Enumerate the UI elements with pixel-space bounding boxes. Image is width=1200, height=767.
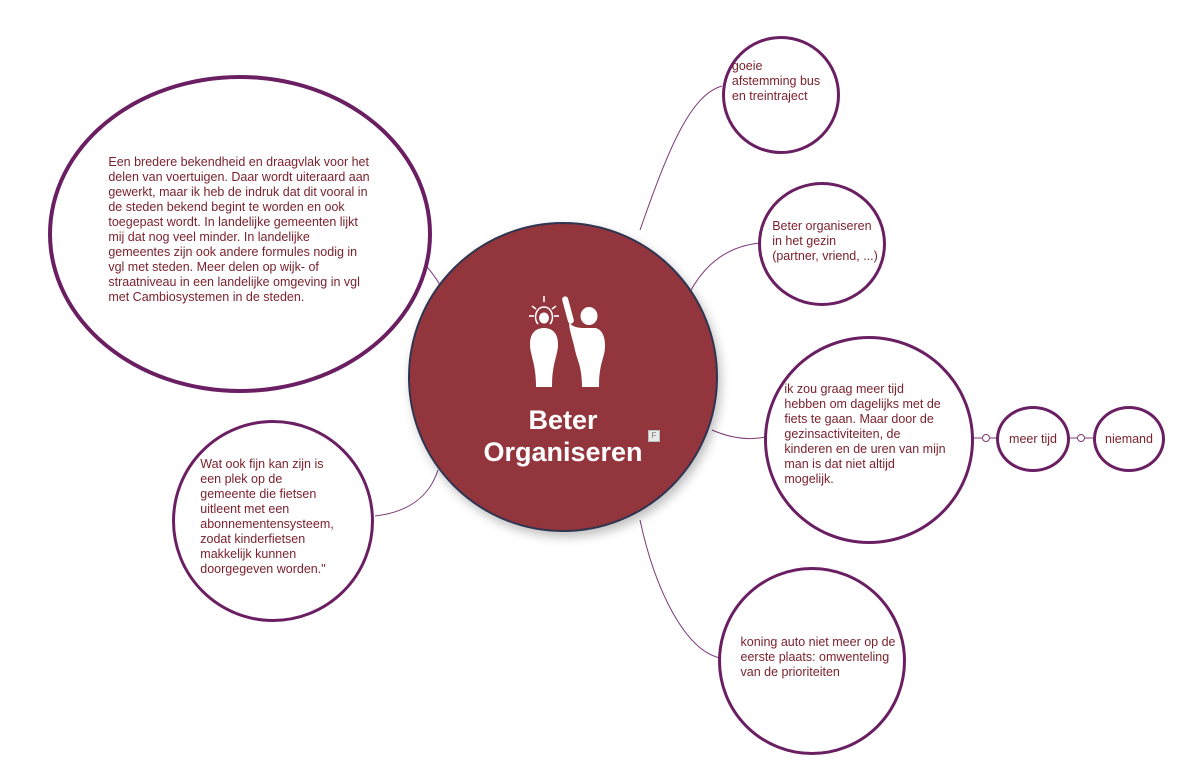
connector-knob-niemand — [1077, 434, 1085, 442]
connector-fietsen — [374, 469, 439, 517]
node-koning[interactable]: koning auto niet meer op de eerste plaat… — [718, 567, 906, 755]
flag-icon[interactable]: F — [648, 430, 660, 442]
node-fietsen[interactable]: Wat ook fijn kan zijn is een plek op de … — [172, 420, 374, 622]
node-afstemming-text: goeie afstemming bus en treintraject — [731, 58, 821, 103]
central-title: Beter Organiseren — [483, 405, 643, 467]
node-meertijd-long[interactable]: ik zou graag meer tijd hebben om dagelij… — [764, 336, 974, 544]
node-meertijd-long-text: ik zou graag meer tijd hebben om dagelij… — [784, 381, 946, 486]
connector-knob-meertijd — [982, 434, 990, 442]
connector-gezin — [689, 242, 761, 293]
node-gezin[interactable]: Beter organiseren in het gezin (partner,… — [758, 182, 886, 306]
node-gezin-text: Beter organiseren in het gezin (partner,… — [772, 218, 878, 263]
node-niemand[interactable]: niemand — [1093, 406, 1165, 472]
node-afstemming[interactable]: goeie afstemming bus en treintraject — [722, 36, 840, 154]
central-node[interactable]: Beter Organiseren F — [408, 222, 718, 532]
node-bekendheid[interactable]: Een bredere bekendheid en draagvlak voor… — [48, 75, 432, 393]
connector-koning — [639, 519, 721, 659]
node-meertijd[interactable]: meer tijd — [996, 406, 1070, 472]
node-fietsen-text: Wat ook fijn kan zijn is een plek op de … — [200, 457, 334, 576]
node-bekendheid-text: Een bredere bekendheid en draagvlak voor… — [108, 155, 370, 304]
node-niemand-text: niemand — [1105, 431, 1153, 446]
two-persons-idea-icon — [529, 296, 605, 387]
node-koning-text: koning auto niet meer op de eerste plaat… — [740, 634, 896, 679]
connector-meertijd-long — [711, 429, 771, 439]
connector-afstemming — [639, 85, 723, 231]
node-meertijd-text: meer tijd — [1009, 431, 1057, 446]
